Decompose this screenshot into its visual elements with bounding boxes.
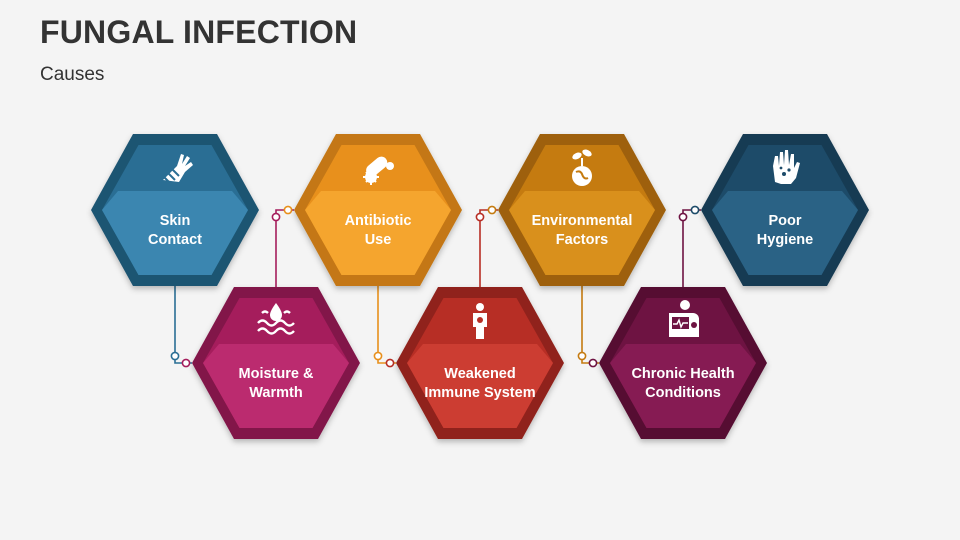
hospital-patient-icon — [669, 300, 699, 337]
cause-label-line: Contact — [148, 232, 202, 248]
page-title: FUNGAL INFECTION — [40, 14, 358, 50]
hexagon-label-band — [610, 344, 756, 428]
cause-label-line: Weakened — [444, 366, 515, 382]
connector-dot — [577, 351, 587, 361]
connector-dot — [690, 205, 700, 215]
connector-dot — [385, 358, 395, 368]
hexagon-label-band — [102, 191, 248, 275]
hand-bandage-icon — [160, 154, 193, 185]
connector-dot — [283, 205, 293, 215]
connector-line-1 — [174, 286, 192, 364]
hexagon-label-band — [203, 344, 349, 428]
cause-label-line: Conditions — [645, 385, 721, 401]
page-subtitle: Causes — [40, 64, 105, 85]
hexagon-label-band — [509, 191, 655, 275]
connector-dot — [170, 351, 180, 361]
cause-label-line: Moisture & — [239, 366, 314, 382]
cause-label-line: Antibiotic — [345, 213, 412, 229]
connector-dot — [181, 358, 191, 368]
hexagon-label-band — [305, 191, 451, 275]
water-drops-icon — [257, 303, 295, 335]
connector-line-7 — [682, 209, 701, 290]
connector-dot — [271, 212, 281, 222]
sick-person-icon — [473, 303, 487, 339]
connector-line-2 — [377, 286, 396, 364]
cause-label-line: Warmth — [249, 385, 302, 401]
capsule-icon — [363, 156, 394, 185]
connector-dot — [487, 205, 497, 215]
hexagon-group: SkinContactAntibioticUseEnvironmentalFac… — [91, 134, 869, 439]
connector-lines — [170, 205, 701, 368]
cause-label-line: Chronic Health — [631, 366, 734, 382]
connector-dot — [475, 212, 485, 222]
cause-label-line: Use — [365, 232, 392, 248]
cause-label-line: Hygiene — [757, 232, 813, 248]
cause-hexagon-5: Moisture & Warmth — [192, 287, 360, 439]
hexagon-label-band — [407, 344, 553, 428]
connector-dot — [588, 358, 598, 368]
cause-label-line: Immune System — [424, 385, 535, 401]
connector-line-5 — [275, 209, 294, 290]
cause-label-line: Factors — [556, 232, 608, 248]
cause-label-line: Environmental — [532, 213, 633, 229]
cause-label-line: Poor — [768, 213, 801, 229]
connector-line-3 — [581, 286, 599, 364]
globe-sprout-icon — [572, 149, 592, 186]
connector-line-6 — [479, 209, 498, 290]
dirty-hand-icon — [773, 150, 800, 184]
connector-dot — [373, 351, 383, 361]
hexagon-label-band — [712, 191, 858, 275]
cause-label-line: Skin — [160, 213, 191, 229]
connector-dot — [678, 212, 688, 222]
